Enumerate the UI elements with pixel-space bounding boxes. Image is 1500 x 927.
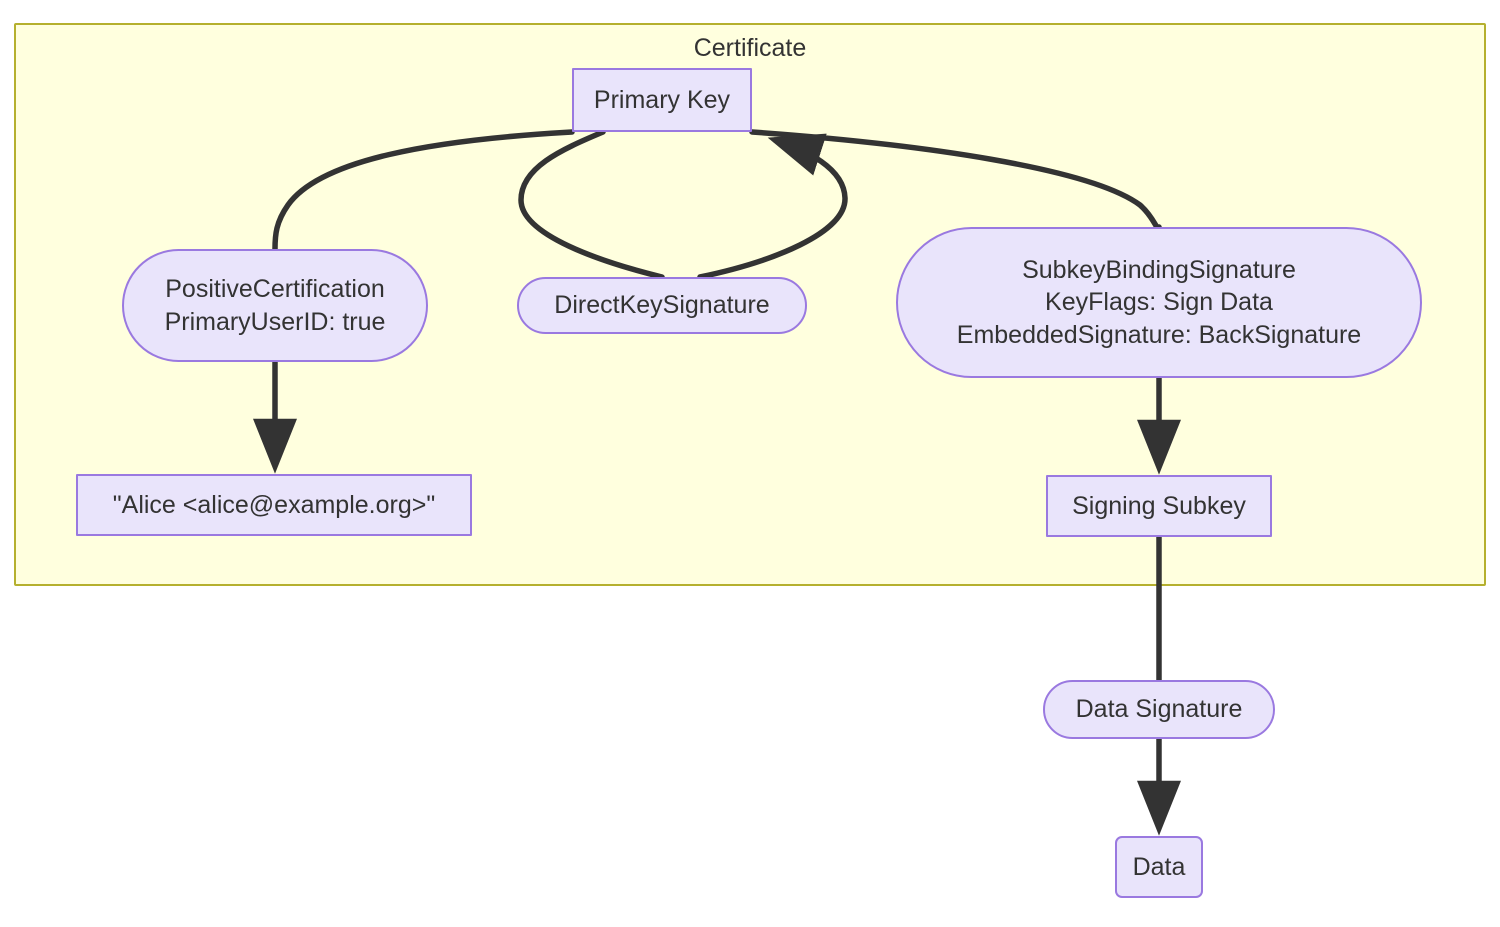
node-data[interactable]: Data [1115,836,1203,898]
node-positive-certification[interactable]: PositiveCertification PrimaryUserID: tru… [122,249,428,362]
node-signing-subkey[interactable]: Signing Subkey [1046,475,1272,537]
node-alice-userid-label: "Alice <alice@example.org>" [112,490,436,519]
node-direct-key-signature-label: DirectKeySignature [554,291,770,320]
node-subkey-binding-signature-label: SubkeyBindingSignature KeyFlags: Sign Da… [956,255,1362,349]
node-data-label: Data [1132,852,1186,881]
subgraph-certificate-title: Certificate [693,34,807,62]
node-primary-key-label: Primary Key [593,85,731,114]
node-subkey-binding-signature[interactable]: SubkeyBindingSignature KeyFlags: Sign Da… [896,227,1422,378]
node-data-signature[interactable]: Data Signature [1043,680,1275,739]
node-primary-key[interactable]: Primary Key [572,68,752,132]
node-direct-key-signature[interactable]: DirectKeySignature [517,277,807,334]
node-data-signature-label: Data Signature [1075,695,1243,724]
node-positive-certification-label: PositiveCertification PrimaryUserID: tru… [164,275,386,336]
node-signing-subkey-label: Signing Subkey [1072,491,1246,520]
node-alice-userid[interactable]: "Alice <alice@example.org>" [76,474,472,536]
